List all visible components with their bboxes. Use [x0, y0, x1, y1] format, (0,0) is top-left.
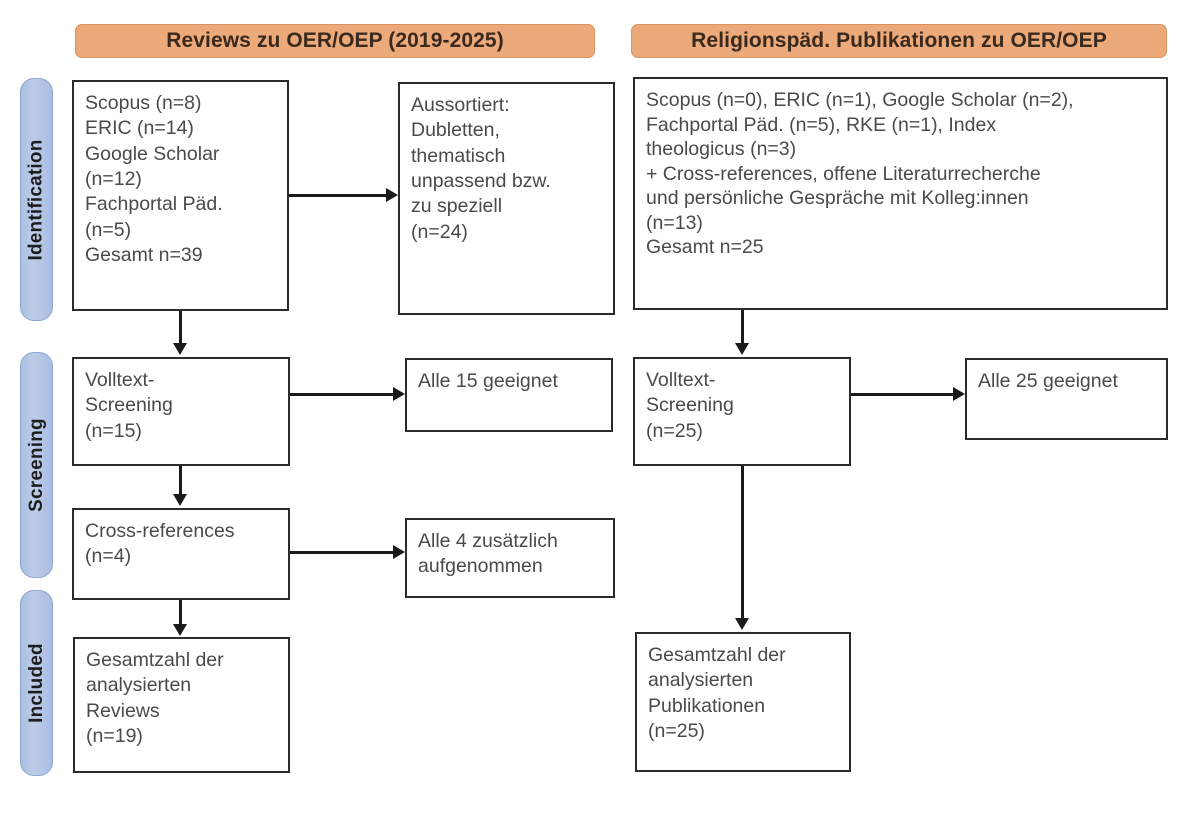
arrowhead-right-screening-to-included [735, 618, 749, 630]
connector-left-crossrefs-to-included [179, 600, 182, 625]
arrowhead-right-sources-to-screening [735, 343, 749, 355]
box-right-fulltext-screening: Volltext- Screening (n=25) [633, 357, 851, 466]
stage-tab-included: Included [20, 590, 53, 776]
box-left-cross-references-result: Alle 4 zusätzlich aufgenommen [405, 518, 615, 598]
stage-tab-included-label: Included [25, 643, 47, 723]
stage-tab-screening: Screening [20, 352, 53, 578]
box-right-fulltext-result: Alle 25 geeignet [965, 358, 1168, 440]
arrowhead-left-screening-to-crossrefs [173, 494, 187, 506]
connector-left-sources-to-excluded [289, 194, 387, 197]
arrowhead-left-crossrefs-to-included [173, 624, 187, 636]
connector-left-screening-to-crossrefs [179, 466, 182, 495]
column-header-right: Religionspäd. Publikationen zu OER/OEP [631, 24, 1167, 58]
stage-tab-identification-label: Identification [25, 138, 47, 261]
connector-right-screening-to-result [851, 393, 954, 396]
connector-left-crossrefs-to-result [290, 551, 394, 554]
box-left-excluded: Aussortiert: Dubletten, thematisch unpas… [398, 82, 615, 315]
stage-tab-identification: Identification [20, 78, 53, 321]
box-right-included-total: Gesamtzahl der analysierten Publikatione… [635, 632, 851, 772]
box-left-included-total: Gesamtzahl der analysierten Reviews (n=1… [73, 637, 290, 773]
connector-right-sources-to-screening [741, 310, 744, 344]
stage-tab-screening-label: Screening [25, 418, 47, 512]
arrowhead-left-screening-to-result [393, 387, 405, 401]
arrowhead-left-sources-to-excluded [386, 188, 398, 202]
connector-left-sources-to-screening [179, 311, 182, 344]
connector-right-screening-to-included [741, 466, 744, 619]
column-header-left: Reviews zu OER/OEP (2019-2025) [75, 24, 595, 58]
arrowhead-right-screening-to-result [953, 387, 965, 401]
connector-left-screening-to-result [290, 393, 394, 396]
arrowhead-left-sources-to-screening [173, 343, 187, 355]
box-left-fulltext-result: Alle 15 geeignet [405, 358, 613, 432]
box-left-identification-sources: Scopus (n=8) ERIC (n=14) Google Scholar … [72, 80, 289, 311]
arrowhead-left-crossrefs-to-result [393, 545, 405, 559]
box-right-identification-sources: Scopus (n=0), ERIC (n=1), Google Scholar… [633, 77, 1168, 310]
box-left-fulltext-screening: Volltext- Screening (n=15) [72, 357, 290, 466]
box-left-cross-references: Cross-references (n=4) [72, 508, 290, 600]
